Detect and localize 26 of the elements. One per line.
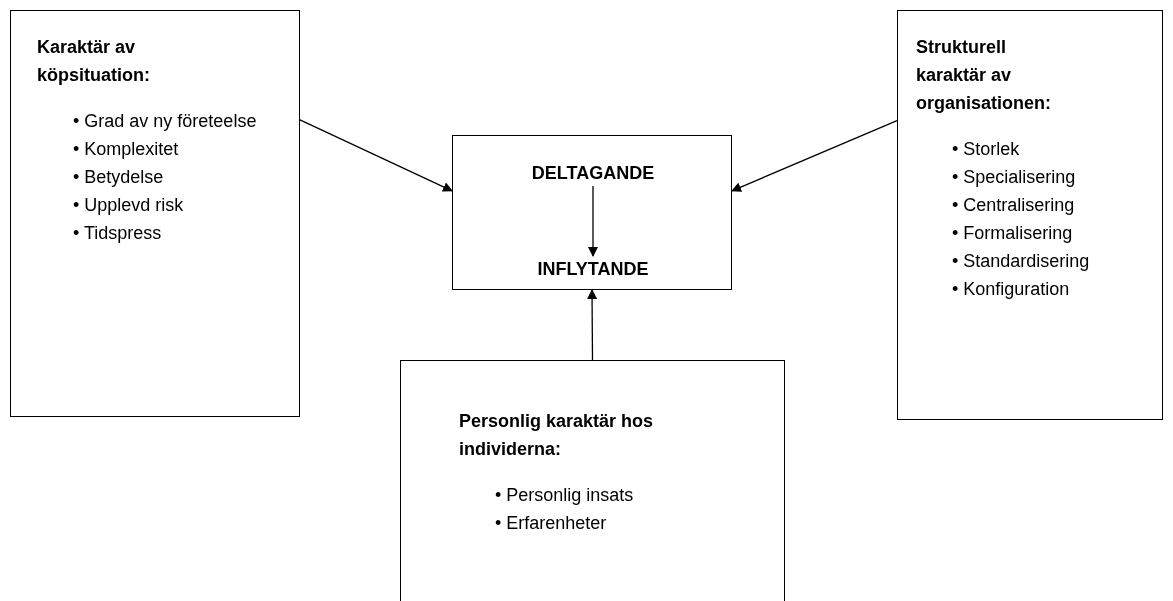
bullet-item: • Komplexitet	[73, 138, 180, 161]
label-text: INFLYTANDE	[513, 256, 673, 282]
text-box	[400, 360, 785, 601]
text-box	[10, 10, 300, 417]
bullet-item: • Upplevd risk	[73, 194, 185, 217]
bullet-item: • Tidspress	[73, 222, 163, 245]
label-text: DELTAGANDE	[513, 160, 673, 186]
arrow	[299, 119, 453, 192]
arrow	[588, 185, 598, 257]
bullet-item: • Konfiguration	[952, 278, 1071, 301]
bullet-item: • Centralisering	[952, 194, 1076, 217]
bullet-item: • Formalisering	[952, 222, 1074, 245]
bullet-item: • Standardisering	[952, 250, 1091, 273]
text-box	[452, 135, 732, 290]
arrow	[587, 289, 598, 361]
bullet-item: • Personlig insats	[495, 484, 635, 507]
arrow	[731, 120, 898, 192]
bullet-item: • Storlek	[952, 138, 1021, 161]
box-heading: Strukturell karaktär av organisationen:	[916, 36, 1052, 115]
text-box	[897, 10, 1163, 420]
bullet-item: • Betydelse	[73, 166, 165, 189]
box-heading: Personlig karaktär hos individerna:	[459, 410, 655, 461]
bullet-item: • Specialisering	[952, 166, 1077, 189]
box-heading: Karaktär av köpsituation:	[37, 36, 151, 87]
bullet-item: • Grad av ny företeelse	[73, 110, 258, 133]
bullet-item: • Erfarenheter	[495, 512, 608, 535]
